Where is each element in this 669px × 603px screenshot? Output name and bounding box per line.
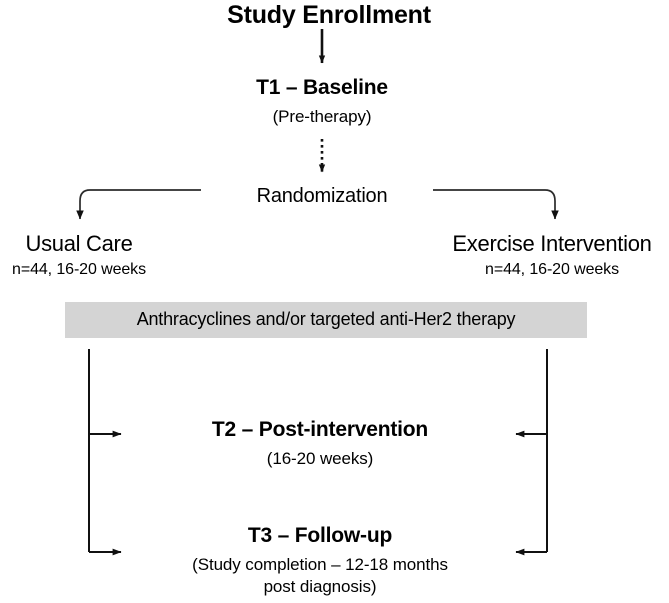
therapy-band: Anthracyclines and/or targeted anti-Her2…	[65, 302, 587, 338]
node-t3-subtitle-line2: post diagnosis)	[263, 577, 377, 596]
node-exercise-intervention-subtitle: n=44, 16-20 weeks	[485, 261, 619, 278]
node-exercise-intervention-title: Exercise Intervention	[452, 231, 652, 256]
arrow-randomization-to-usual-care	[76, 189, 201, 220]
node-t1-baseline-subtitle: (Pre-therapy)	[272, 107, 372, 126]
node-randomization: Randomization	[256, 185, 388, 207]
node-t3-title: T3 – Follow-up	[247, 524, 393, 547]
arrow-randomization-to-exercise-intervention	[433, 189, 559, 220]
node-t2-title: T2 – Post-intervention	[211, 418, 429, 441]
node-t1-baseline-title: T1 – Baseline	[256, 76, 388, 99]
node-t2-subtitle: (16-20 weeks)	[266, 449, 374, 468]
node-t3-subtitle-line1: (Study completion – 12-18 months	[192, 555, 448, 574]
node-usual-care-subtitle: n=44, 16-20 weeks	[12, 261, 146, 278]
therapy-band-label: Anthracyclines and/or targeted anti-Her2…	[136, 309, 516, 329]
page-title: Study Enrollment	[227, 1, 431, 29]
node-usual-care-title: Usual Care	[25, 231, 133, 256]
